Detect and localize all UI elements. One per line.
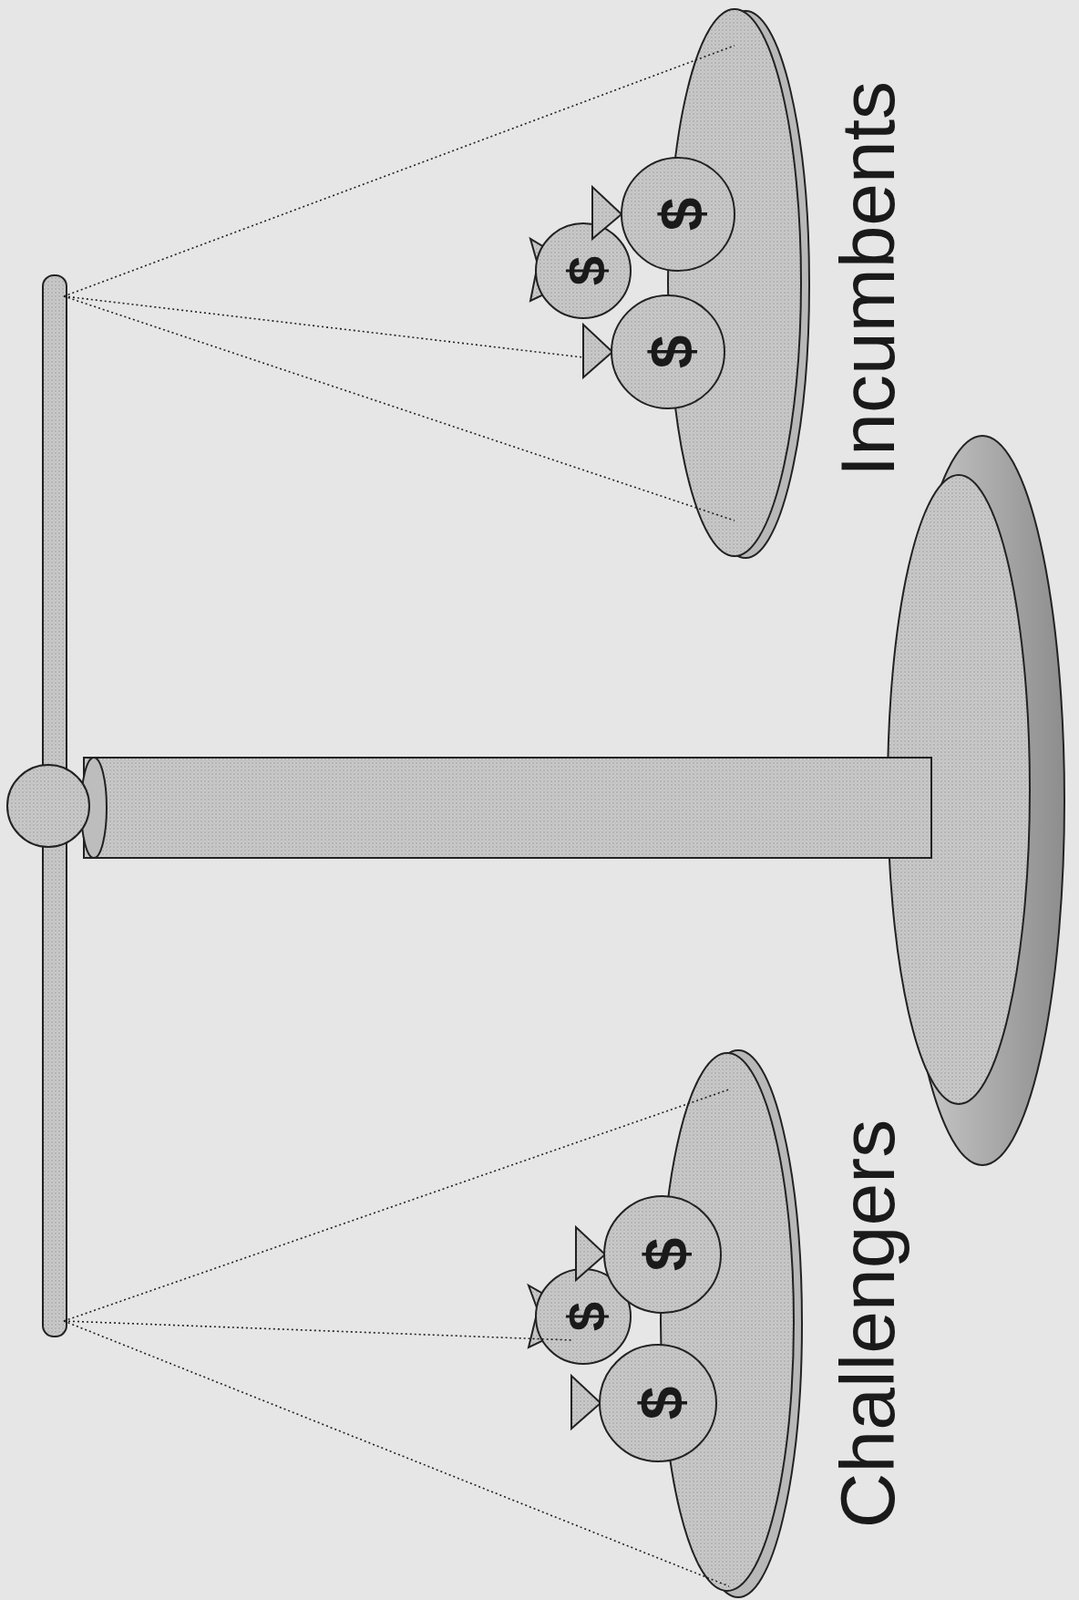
scale-pivot	[7, 764, 90, 847]
pan-label: Challengers	[829, 1119, 906, 1528]
money-bags	[528, 1195, 721, 1461]
dollar-sign: $	[651, 197, 712, 232]
dollar-sign: $	[560, 256, 614, 286]
dollar-sign: $	[641, 335, 702, 370]
pan-label: Incumbents	[829, 81, 906, 477]
scale-pan	[660, 1052, 794, 1591]
pan-strings	[63, 45, 735, 1586]
dollar-sign: $	[631, 1386, 692, 1420]
scale-column	[83, 757, 932, 858]
dollar-sign: $	[560, 1301, 614, 1331]
money-bags	[530, 157, 735, 409]
dollar-sign: $	[636, 1237, 697, 1272]
scale-pan	[667, 9, 802, 556]
